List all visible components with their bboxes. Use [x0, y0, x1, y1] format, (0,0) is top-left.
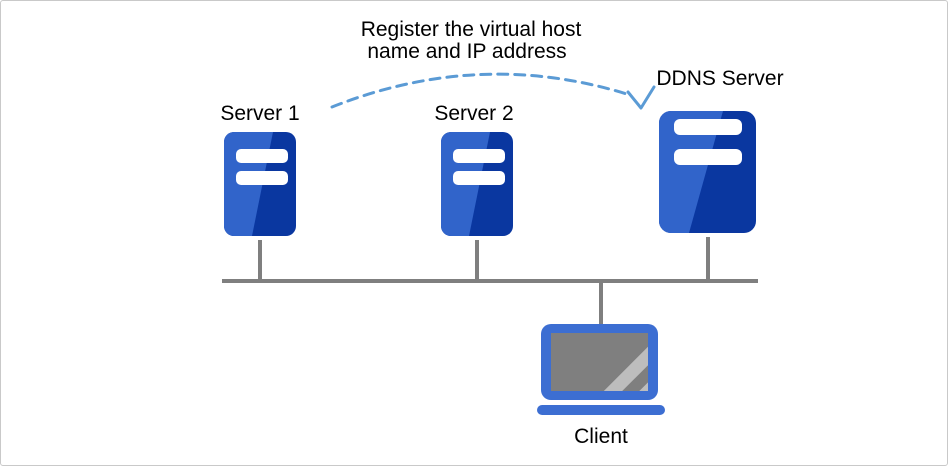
server2-label: Server 2: [434, 102, 513, 125]
server1-server-icon: [224, 132, 296, 236]
register-arrow-head-icon: [626, 85, 656, 110]
ddns-server-icon: [659, 111, 756, 233]
server1-slot-top: [236, 149, 288, 163]
ddns-server-body-highlight: [659, 111, 723, 233]
laptop-screen-reflection: [603, 346, 648, 391]
register-arrow-curve: [330, 72, 632, 109]
server2-slot-top: [453, 149, 505, 163]
server2-server-icon: [441, 132, 513, 236]
client-laptop-icon: [537, 324, 665, 415]
network-bus: [222, 237, 758, 331]
annotation-line1: Register the virtual host: [361, 18, 582, 41]
ddns-server-slot-bottom: [674, 149, 742, 165]
server1-label: Server 1: [220, 102, 299, 125]
screen-stripe-wide: [603, 346, 648, 391]
client-label: Client: [574, 425, 628, 448]
ddns-server-label: DDNS Server: [656, 67, 783, 90]
server2-slot-bottom: [453, 171, 505, 185]
server1-slot-bottom: [236, 171, 288, 185]
annotation-line2: name and IP address: [367, 40, 566, 63]
laptop-base: [537, 405, 665, 415]
diagram-labels: Register the virtual host name and IP ad…: [220, 18, 783, 448]
register-arrow: [330, 72, 656, 110]
ddns-server-slot-top: [674, 119, 742, 135]
